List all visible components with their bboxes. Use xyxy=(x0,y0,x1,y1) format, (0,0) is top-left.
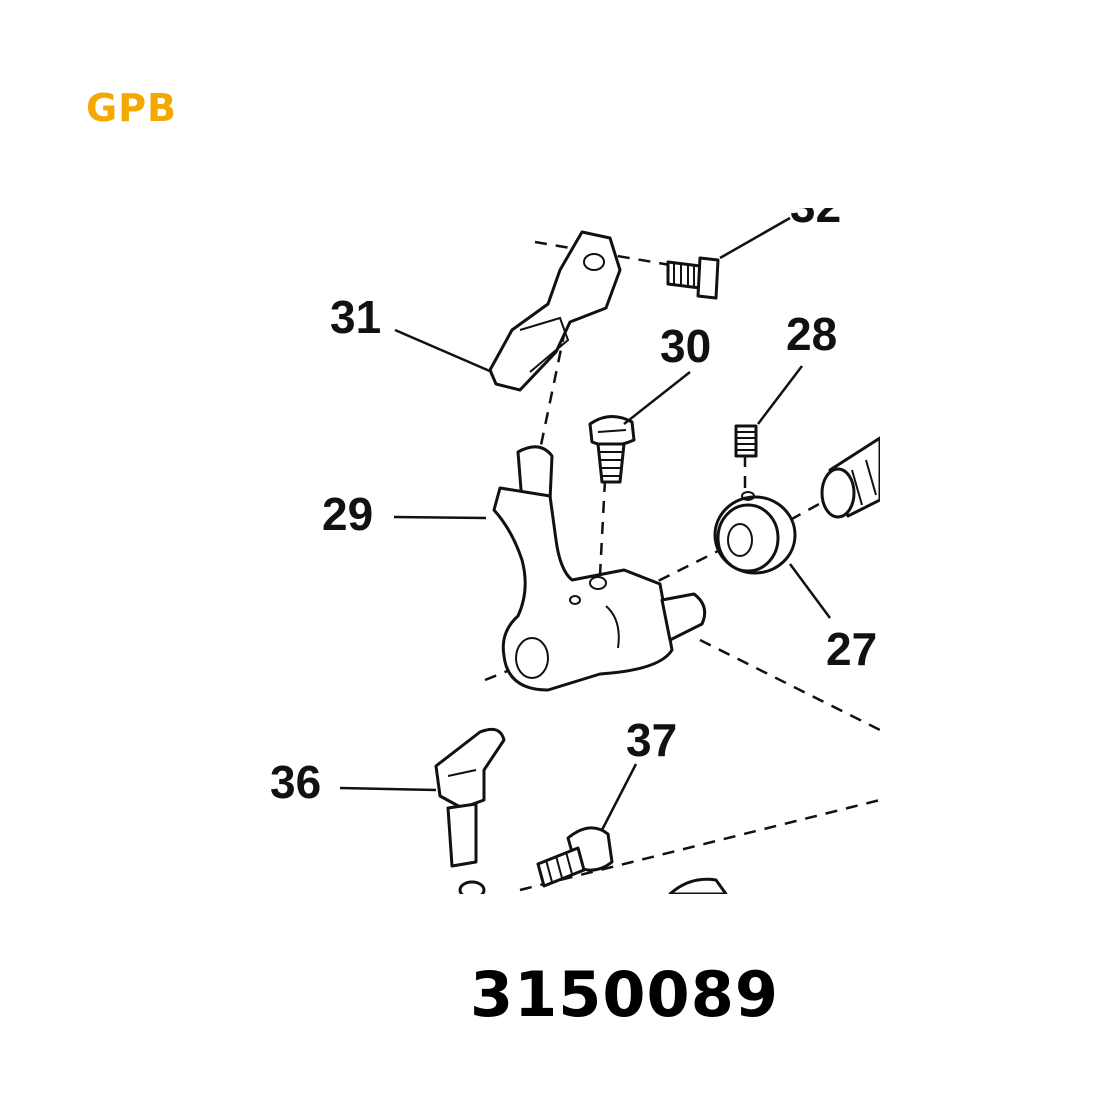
callout-31: 31 xyxy=(330,291,381,343)
brand-logo: GPB xyxy=(86,86,178,130)
part-29-arm xyxy=(492,445,707,692)
part-27-collar xyxy=(713,491,797,575)
part-32-screw xyxy=(666,256,720,300)
callout-36: 36 xyxy=(270,756,321,808)
part-30-screw xyxy=(588,415,636,484)
callout-30: 30 xyxy=(660,320,711,372)
callout-32: 32 xyxy=(790,180,841,232)
part-shaft xyxy=(820,436,880,519)
part-31-lever xyxy=(488,230,622,392)
callout-28: 28 xyxy=(786,308,837,360)
part-partial-bottom xyxy=(668,877,728,894)
part-28-set-screw xyxy=(734,424,758,458)
callout-29: 29 xyxy=(322,488,373,540)
part-number: 3150089 xyxy=(470,958,779,1031)
part-36-pin xyxy=(434,727,506,894)
callout-37: 37 xyxy=(626,714,677,766)
part-37-screw xyxy=(536,826,614,888)
callout-27: 27 xyxy=(826,623,877,675)
